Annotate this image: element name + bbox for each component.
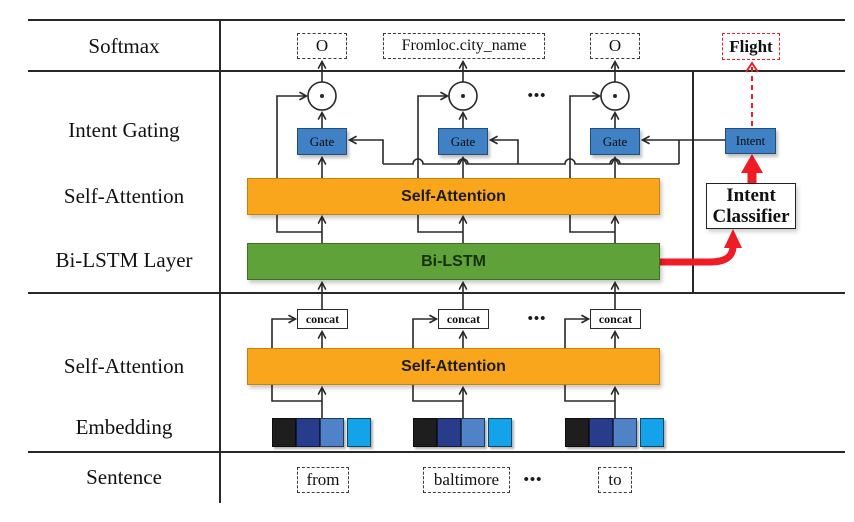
intent-classifier-line1: Intent	[726, 185, 776, 206]
intent-embedding-box: Intent	[725, 128, 776, 154]
embedding-block-2	[413, 418, 512, 447]
slot-output-box-1: O	[297, 33, 347, 59]
token-box-to: to	[598, 467, 632, 493]
gate-box-1: Gate	[297, 128, 347, 155]
embedding-cell	[613, 418, 637, 447]
elementwise-product-nodes	[307, 81, 630, 111]
self-attention-bar-lower: Self-Attention	[247, 348, 660, 385]
concat-box-2: concat	[438, 309, 489, 329]
embedding-cell	[347, 418, 371, 447]
embedding-cell	[296, 418, 320, 447]
embedding-cell	[488, 418, 512, 447]
concat-box-1: concat	[297, 309, 348, 329]
row-label-embedding: Embedding	[75, 415, 173, 439]
embedding-cell	[565, 418, 589, 447]
gate-box-3: Gate	[590, 128, 640, 155]
slot-output-box-2: Fromloc.city_name	[383, 33, 545, 59]
intent-output-box: Flight	[722, 33, 780, 60]
ellipsis-concat-row: •••	[527, 311, 547, 327]
embedding-block-1	[272, 418, 371, 447]
row-label-self-attention-lower: Self-Attention	[63, 354, 185, 378]
frame-lines	[28, 19, 845, 503]
embedding-block-3	[565, 418, 664, 447]
ellipsis-product-row: •••	[527, 88, 547, 104]
embedding-cell	[437, 418, 461, 447]
bilstm-bar: Bi-LSTM	[247, 243, 660, 280]
self-attention-bar-upper: Self-Attention	[247, 178, 660, 215]
row-label-bilstm-layer: Bi-LSTM Layer	[55, 248, 193, 272]
intent-classifier-line2: Classifier	[712, 206, 790, 227]
row-label-softmax: Softmax	[88, 34, 160, 58]
concat-box-3: concat	[590, 309, 641, 329]
row-label-intent-gating: Intent Gating	[68, 118, 180, 142]
embedding-cell	[640, 418, 664, 447]
embedding-cell	[461, 418, 485, 447]
embedding-cell	[272, 418, 296, 447]
row-label-sentence: Sentence	[86, 465, 162, 489]
slot-output-box-3: O	[590, 33, 640, 59]
gate-box-2: Gate	[438, 128, 488, 155]
ellipsis-token-row: •••	[523, 472, 543, 488]
embedding-cell	[413, 418, 437, 447]
intent-flow-red-arrows	[660, 61, 763, 266]
intent-to-gate-wires	[347, 135, 726, 165]
column-1-wires	[271, 59, 327, 418]
intent-classifier-box: Intent Classifier	[706, 183, 796, 229]
embedding-cell	[589, 418, 613, 447]
embedding-cell	[320, 418, 344, 447]
token-box-baltimore: baltimore	[423, 467, 510, 493]
token-box-from: from	[297, 467, 349, 493]
row-label-self-attention-upper: Self-Attention	[63, 184, 185, 208]
